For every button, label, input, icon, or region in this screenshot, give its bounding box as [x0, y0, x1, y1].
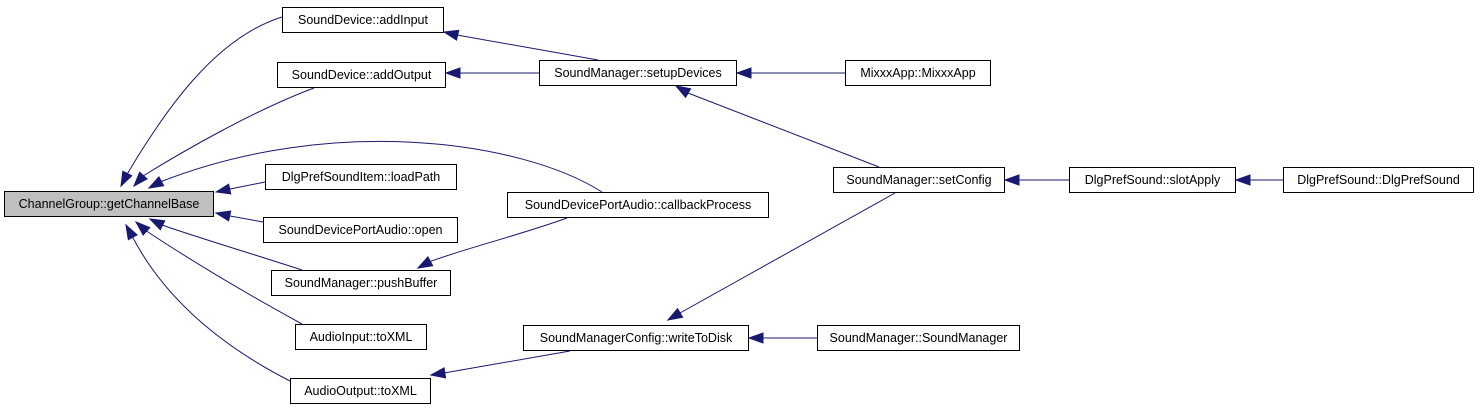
node-soundmanagerconfig-writetodisk[interactable]: SoundManagerConfig::writeToDisk: [523, 325, 749, 351]
arrowhead-channelgroup-getchannelbase: [147, 176, 165, 189]
edge-connector: [144, 229, 147, 232]
node-sounddeviceportaudio-callbackprocess[interactable]: SoundDevicePortAudio::callbackProcess: [507, 192, 769, 218]
arrowhead-sounddevice-addoutput: [444, 67, 461, 79]
arrowhead-channelgroup-getchannelbase: [125, 223, 138, 241]
edge-connector: [159, 180, 162, 183]
arrowhead-audiooutput-toxml: [429, 367, 447, 379]
edges-layer: [120, 16, 1283, 382]
arrowhead-channelgroup-getchannelbase: [134, 221, 151, 236]
edge-audiooutput-toxml-to-channelgroup-getchannelbase: [131, 235, 291, 382]
edge-connector: [131, 235, 134, 238]
edge-dlgprefsounditem-loadpath-to-channelgroup-getchannelbase: [229, 181, 266, 190]
arrowhead-soundmanagerconfig-writetodisk: [666, 307, 684, 321]
node-channelgroup-getchannelbase[interactable]: ChannelGroup::getChannelBase: [4, 191, 214, 217]
node-dlgprefsounditem-loadpath[interactable]: DlgPrefSoundItem::loadPath: [265, 164, 457, 190]
edge-soundmanager-setupdevices-to-sounddevice-addinput: [456, 34, 599, 61]
edge-connector: [125, 173, 128, 177]
node-audiooutput-toxml[interactable]: AudioOutput::toXML: [290, 378, 431, 404]
node-soundmanager-setupdevices[interactable]: SoundManager::setupDevices: [539, 60, 737, 86]
node-audioinput-toxml[interactable]: AudioInput::toXML: [295, 324, 427, 350]
arrowhead-sounddevice-addinput: [442, 29, 460, 41]
edge-soundmanager-setconfig-to-soundmanagerconfig-writetodisk: [679, 192, 896, 314]
edge-soundmanagerconfig-writetodisk-to-audiooutput-toxml: [443, 350, 571, 374]
arrowhead-soundmanagerconfig-writetodisk: [747, 332, 764, 344]
node-sounddevice-addoutput[interactable]: SoundDevice::addOutput: [277, 62, 446, 88]
arrowhead-channelgroup-getchannelbase: [133, 171, 148, 188]
arrowhead-channelgroup-getchannelbase: [214, 183, 232, 195]
edge-soundmanager-setconfig-to-soundmanager-setupdevices: [687, 92, 880, 168]
arrowhead-soundmanager-pushbuffer: [416, 256, 434, 269]
node-dlgprefsound-dlgprefsound[interactable]: DlgPrefSound::DlgPrefSound: [1283, 167, 1474, 193]
arrowhead-channelgroup-getchannelbase: [120, 170, 133, 188]
edge-sounddeviceportaudio-open-to-channelgroup-getchannelbase: [229, 215, 264, 223]
edge-sounddeviceportaudio-callbackprocess-to-soundmanager-pushbuffer: [428, 217, 568, 263]
edge-soundmanager-pushbuffer-to-channelgroup-getchannelbase: [161, 224, 303, 271]
arrowhead-channelgroup-getchannelbase: [148, 218, 166, 231]
edge-sounddeviceportaudio-callbackprocess-to-channelgroup-getchannelbase: [159, 141, 603, 193]
node-soundmanager-setconfig[interactable]: SoundManager::setConfig: [833, 167, 1005, 193]
arrowhead-dlgprefsound-slotapply: [1234, 174, 1251, 186]
edge-sounddevice-addoutput-to-channelgroup-getchannelbase: [142, 87, 315, 177]
edge-audioinput-toxml-to-channelgroup-getchannelbase: [144, 229, 303, 325]
node-sounddeviceportaudio-open[interactable]: SoundDevicePortAudio::open: [263, 217, 458, 243]
node-mixxxapp-mixxxapp[interactable]: MixxxApp::MixxxApp: [845, 60, 991, 86]
arrowhead-soundmanager-setconfig: [1003, 174, 1020, 186]
node-sounddevice-addinput[interactable]: SoundDevice::addInput: [282, 7, 444, 33]
node-soundmanager-pushbuffer[interactable]: SoundManager::pushBuffer: [271, 270, 451, 296]
edge-sounddevice-addinput-to-channelgroup-getchannelbase: [125, 16, 283, 177]
arrowhead-soundmanager-setupdevices: [735, 67, 752, 79]
node-soundmanager-soundmanager[interactable]: SoundManager::SoundManager: [817, 325, 1020, 351]
node-dlgprefsound-slotapply[interactable]: DlgPrefSound::slotApply: [1069, 167, 1236, 193]
arrowhead-channelgroup-getchannelbase: [214, 210, 232, 222]
arrowhead-soundmanager-setupdevices: [674, 85, 692, 99]
edge-connector: [428, 260, 431, 263]
